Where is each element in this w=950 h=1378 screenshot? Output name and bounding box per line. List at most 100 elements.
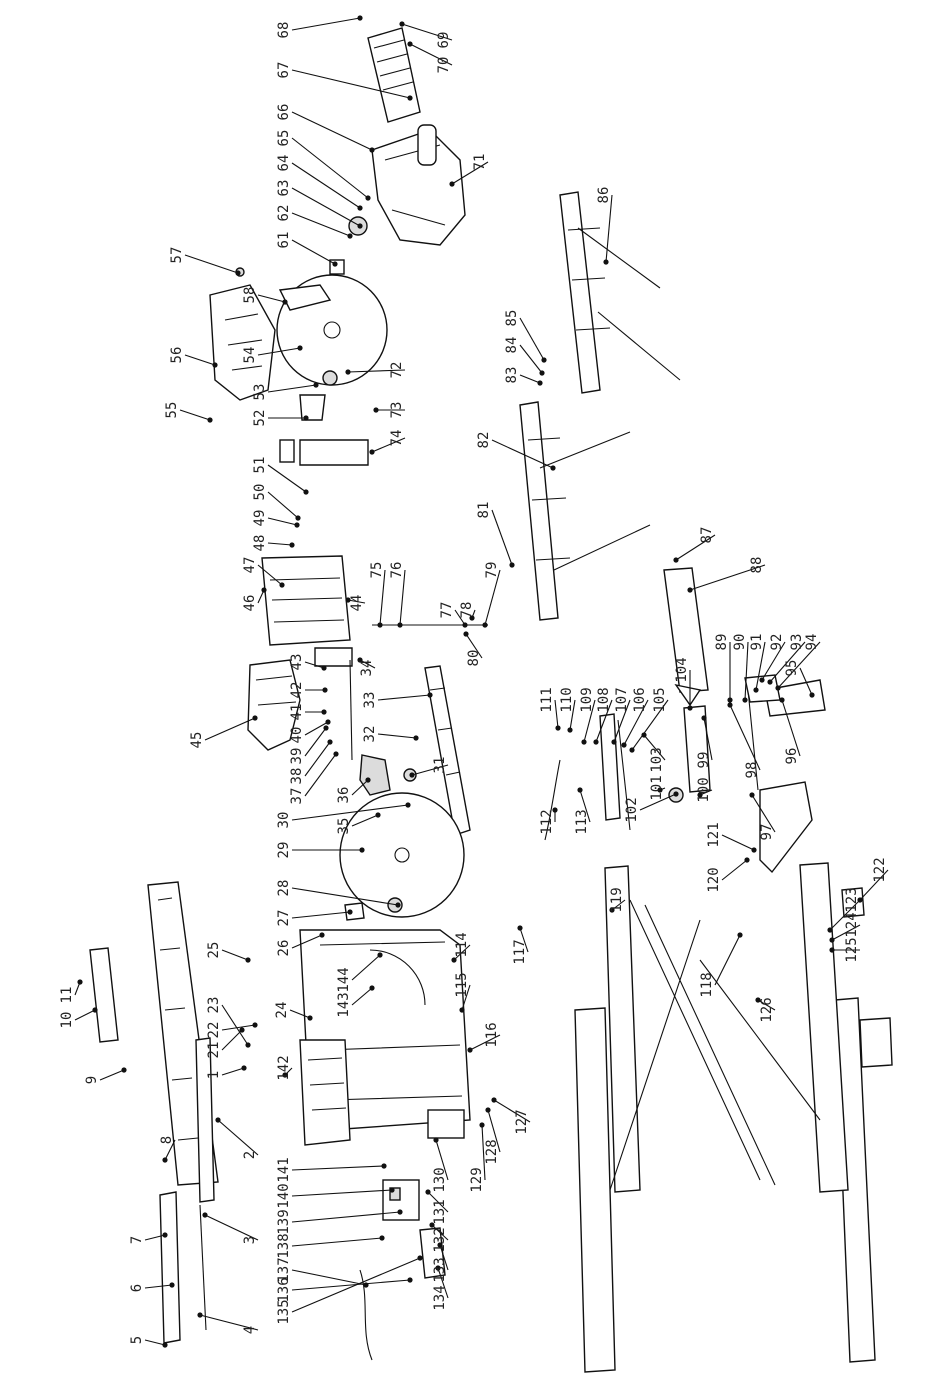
callout-label-55: 55 (164, 402, 180, 419)
leader-line-45 (204, 717, 256, 741)
leader-line-50 (267, 491, 299, 519)
leader-line-65 (291, 137, 369, 199)
leader-line-108 (595, 699, 613, 743)
callout-label-78: 78 (459, 602, 475, 619)
leader-line-139 (291, 1211, 401, 1223)
leader-line-6 (144, 1284, 173, 1289)
leader-line-64 (291, 162, 361, 209)
leader-line-81 (491, 509, 513, 566)
leader-dot-36 (365, 777, 371, 783)
callout-label-100: 100 (696, 777, 712, 802)
leader-line-133 (439, 1244, 449, 1271)
leader-dot-86 (603, 259, 609, 265)
callout-label-58: 58 (242, 287, 258, 304)
callout-label-4: 4 (242, 1326, 258, 1334)
leader-dot-144 (377, 952, 383, 958)
callout-label-70: 70 (436, 57, 452, 74)
leader-line-70 (409, 43, 453, 66)
leader-line-26 (291, 934, 323, 949)
leader-line-109 (583, 699, 596, 743)
callout-label-56: 56 (169, 347, 185, 364)
leader-dot-123 (827, 927, 833, 933)
callout-label-98: 98 (744, 762, 760, 779)
callout-label-35: 35 (336, 818, 352, 835)
callout-label-134: 134 (432, 1285, 448, 1310)
leader-line-88 (689, 564, 766, 591)
callout-label-2: 2 (242, 1151, 258, 1159)
leader-dot-5 (162, 1342, 168, 1348)
callout-label-112: 112 (539, 809, 555, 834)
leader-line-82 (491, 439, 554, 469)
leader-dot-128 (485, 1107, 491, 1113)
callout-label-65: 65 (276, 130, 292, 147)
leader-dot-118 (737, 932, 743, 938)
callout-label-144: 144 (336, 967, 352, 992)
leader-dot-71 (449, 181, 455, 187)
callout-label-63: 63 (276, 180, 292, 197)
leader-line-10 (74, 1009, 96, 1021)
callout-label-64: 64 (276, 155, 292, 172)
leader-line-38 (304, 741, 331, 777)
leader-line-95 (799, 667, 813, 696)
callout-label-76: 76 (389, 562, 405, 579)
leader-line-48 (267, 542, 293, 546)
leader-line-55 (179, 409, 211, 421)
leader-dot-31 (409, 772, 415, 778)
leader-dot-9 (121, 1067, 127, 1073)
leader-dot-129 (479, 1122, 485, 1128)
leader-dot-110 (567, 727, 573, 733)
leader-dot-108 (593, 739, 599, 745)
callout-label-116: 116 (484, 1022, 500, 1047)
leader-line-86 (605, 194, 613, 263)
leader-line-138 (291, 1237, 383, 1247)
callout-label-103: 103 (649, 747, 665, 772)
leader-dot-105 (629, 747, 635, 753)
leader-line-23 (221, 1004, 249, 1046)
leader-dot-96 (779, 697, 785, 703)
callout-label-121: 121 (706, 822, 722, 847)
leader-line-91 (755, 641, 766, 691)
leader-line-25 (221, 949, 249, 961)
leader-dot-48 (289, 542, 295, 548)
callout-label-72: 72 (389, 362, 405, 379)
callout-label-105: 105 (652, 687, 668, 712)
leader-line-3 (204, 1214, 259, 1241)
callout-label-54: 54 (242, 347, 258, 364)
callout-label-136: 136 (276, 1277, 292, 1302)
callout-label-124: 124 (844, 912, 860, 937)
leader-dot-101 (657, 787, 663, 793)
leader-dot-114 (451, 957, 457, 963)
leader-dot-11 (77, 979, 83, 985)
leader-dot-37 (333, 751, 339, 757)
leader-dot-142 (282, 1072, 288, 1078)
leader-line-106 (623, 699, 649, 746)
leader-line-66 (291, 111, 373, 151)
callout-label-9: 9 (84, 1076, 100, 1084)
callout-label-96: 96 (784, 748, 800, 765)
leader-dot-98 (727, 702, 733, 708)
leader-dot-83 (537, 380, 543, 386)
callout-label-29: 29 (276, 842, 292, 859)
leader-dot-106 (621, 742, 627, 748)
leader-line-99 (703, 717, 713, 761)
callout-label-139: 139 (276, 1209, 292, 1234)
leader-line-127 (493, 1099, 531, 1123)
leader-dot-23 (245, 1042, 251, 1048)
callout-label-74: 74 (389, 430, 405, 447)
callout-label-6: 6 (129, 1284, 145, 1292)
callout-label-108: 108 (596, 687, 612, 712)
callout-label-49: 49 (252, 510, 268, 527)
callout-label-3: 3 (242, 1236, 258, 1244)
leader-dot-124 (829, 937, 835, 943)
callout-label-32: 32 (362, 726, 378, 743)
callout-label-119: 119 (609, 887, 625, 912)
callout-label-117: 117 (512, 939, 528, 964)
leader-dot-133 (437, 1242, 443, 1248)
part-illustrations (89, 27, 893, 1373)
callout-label-91: 91 (749, 634, 765, 651)
leader-line-21 (221, 1029, 243, 1051)
leader-dot-58 (282, 299, 288, 305)
leader-dot-33 (427, 692, 433, 698)
leader-dot-76 (397, 622, 403, 628)
leader-line-71 (451, 161, 489, 185)
